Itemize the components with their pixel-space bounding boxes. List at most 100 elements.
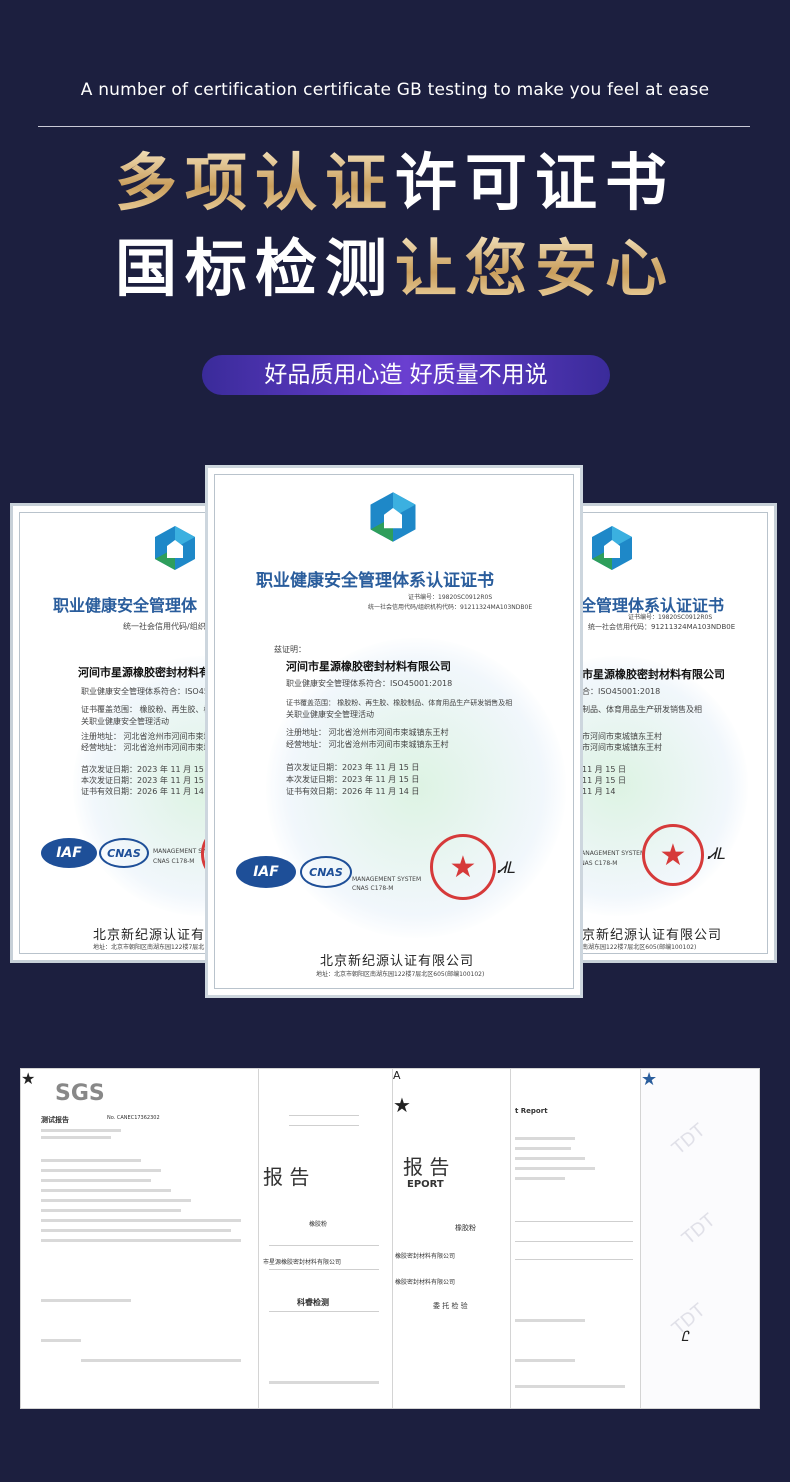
credit-code: 统一社会信用代码：91211324MA103NDB0E: [588, 623, 736, 631]
valid-until: 证书有效日期：2026 年 11 月 14 日: [81, 787, 215, 796]
scope-line-2: 关职业健康安全管理活动: [286, 710, 374, 719]
standard: 职业健康安全管理体系符合：ISO45001:2018: [81, 687, 222, 696]
text-line: [41, 1209, 181, 1212]
cert-no: 证书编号：19820SC0912R0S: [408, 594, 493, 601]
hereby: 兹证明：: [274, 645, 306, 654]
text-line: [515, 1157, 585, 1160]
text-line: [269, 1381, 379, 1384]
certificate-border: [214, 474, 574, 989]
report-3: A 报 告 EPORT 橡胶粉 橡胶密封材料有限公司 橡胶密封材料有限公司 委 …: [392, 1068, 516, 1409]
valid-until: 证书有效日期：2026 年 11 月 14 日: [286, 787, 420, 796]
entrusted-label: 委 托 检 验: [433, 1302, 468, 1310]
iaf-logo-icon: IAF: [236, 856, 296, 888]
headline-gold-1: 多项认证: [114, 146, 395, 219]
certification-logo-icon: [155, 526, 195, 570]
table-line: [289, 1125, 359, 1126]
this-issue: 本次发证日期：2023 年 11 月 15 日: [81, 776, 215, 785]
certification-logo-icon: [592, 526, 632, 570]
text-line: [41, 1189, 171, 1192]
text-line: [515, 1359, 575, 1362]
this-issue: 11 月 15 日: [582, 776, 626, 785]
text-line: [41, 1219, 241, 1222]
company-name: 河间市星源橡胶密封材料有限公司: [286, 660, 451, 673]
slogan-pill: 好品质用心造 好质量不用说: [202, 355, 610, 395]
blue-seal-icon: ★: [641, 1069, 658, 1090]
reg-address: 市河间市束城镇东王村: [582, 732, 662, 741]
table-line: [515, 1221, 633, 1222]
red-seal-icon: ★: [21, 1069, 36, 1088]
company-label-2: 橡胶密封材料有限公司: [395, 1279, 456, 1286]
table-line: [515, 1241, 633, 1242]
signature: ᏗᏞ: [708, 844, 726, 863]
first-issue: 首次发证日期：2023 年 11 月 15 日: [81, 765, 215, 774]
mgmt-system: MANAGEMENT SYSTEM: [153, 848, 223, 855]
rubber-powder-label: 橡胶粉: [309, 1221, 328, 1228]
certificate-left: 职业健康安全管理体 统一社会信用代码/组织 河间市星源橡胶密封材料有限公 职业健…: [10, 503, 225, 963]
signature: ᏗᏞ: [498, 858, 516, 877]
scope-line-2: 关职业健康安全管理活动: [81, 717, 169, 726]
scope-line-1: 证书覆盖范围： 橡胶粉、再生胶、橡胶制品、体育用品生产研发销售及相: [286, 699, 513, 707]
credit-code: 统一社会信用代码/组织: [123, 622, 206, 631]
org-address: 地址：北京市朝阳区南湖东园122楼7层北: [93, 944, 205, 951]
org-address: 区南湖东园122楼7层北区605(邮编100102): [576, 944, 697, 951]
signature: Ꮭ: [681, 1329, 689, 1345]
sgs-logo-icon: SGS: [55, 1081, 105, 1106]
scope-line: 证书覆盖范围： 橡胶粉、再生胶、橡胶制: [81, 705, 225, 714]
text-line: [41, 1169, 161, 1172]
op-address: 市河间市束城镇东王村: [582, 743, 662, 752]
red-seal-icon: ★: [430, 834, 496, 900]
op-address: 经营地址： 河北省沧州市河间市束城镇东王村: [286, 740, 449, 749]
first-issue: 首次发证日期：2023 年 11 月 15 日: [286, 763, 420, 772]
report-heading: t Report: [515, 1107, 548, 1115]
red-seal-icon: ★: [393, 1093, 411, 1117]
org-name: 北京新纪源认证有: [93, 928, 206, 943]
certificate-title: 全管理体系认证证书: [580, 596, 725, 615]
cnas-logo-icon: CNAS: [300, 856, 352, 888]
tdt-watermark: TDT: [668, 1119, 710, 1160]
mgmt-system: MANAGEMENT SYSTEM: [352, 876, 422, 883]
iaf-logo-icon: IAF: [41, 838, 97, 868]
sci-test-label: 科睿检测: [297, 1298, 329, 1307]
first-issue: 11 月 15 日: [582, 765, 626, 774]
company-name: 河间市星源橡胶密封材料有限公: [78, 666, 225, 679]
this-issue: 本次发证日期：2023 年 11 月 15 日: [286, 775, 420, 784]
text-line: [515, 1137, 575, 1140]
table-line: [269, 1311, 379, 1312]
text-line: [41, 1229, 231, 1232]
company-label: 橡胶密封材料有限公司: [395, 1253, 456, 1260]
op-address: 经营地址： 河北省沧州市河间市束城镇东王村: [81, 743, 222, 752]
cnas-logo-icon: CNAS: [99, 838, 149, 868]
report-heading: 报 告: [403, 1155, 450, 1179]
reg-address: 注册地址： 河北省沧州市河间市束城镇东王村: [286, 728, 449, 737]
table-line: [515, 1259, 633, 1260]
text-line: [515, 1147, 571, 1150]
headline-line-2: 国标检测让您安心: [0, 238, 790, 300]
headline-white-2: 国标检测: [114, 232, 395, 305]
table-line: [269, 1269, 379, 1270]
text-line: [41, 1179, 151, 1182]
text-line: [41, 1299, 131, 1302]
headline-white-1: 许可证书: [395, 146, 676, 219]
credit-code: 统一社会信用代码/组织机构代码：91211324MA103NDB0E: [368, 604, 533, 611]
table-line: [269, 1245, 379, 1246]
org-name: 北京新纪源认证有限公司: [320, 954, 475, 969]
red-seal-icon: ★: [642, 824, 704, 886]
org-name: 京新纪源认证有限公司: [582, 928, 723, 943]
certificate-main: 职业健康安全管理体系认证证书 证书编号：19820SC0912R0S 统一社会信…: [205, 465, 583, 998]
org-address: 地址：北京市朝阳区南湖东园122楼7层北区605(邮编100102): [316, 971, 485, 978]
cnas-no: CNAS C178-M: [352, 885, 394, 892]
sgs-no: No. CANEC17362302: [107, 1115, 160, 1121]
headline-gold-2: 让您安心: [395, 232, 676, 305]
report-2: 报 告 橡胶粉 市星源橡胶密封材料有限公司 科睿检测: [258, 1068, 398, 1409]
text-line: [515, 1319, 585, 1322]
tagline: A number of certification certificate GB…: [80, 80, 710, 100]
rubber-powder-label: 橡胶粉: [455, 1224, 476, 1232]
text-line: [515, 1385, 625, 1388]
table-line: [289, 1115, 359, 1116]
report-heading: 报 告: [263, 1165, 310, 1189]
mgmt-system: MANAGEMENT SYSTEM: [576, 850, 646, 857]
headline-line-1: 多项认证许可证书: [0, 152, 790, 214]
text-line: [41, 1129, 121, 1132]
certificate-title: 职业健康安全管理体系认证证书: [256, 571, 494, 591]
text-line: [81, 1359, 241, 1362]
